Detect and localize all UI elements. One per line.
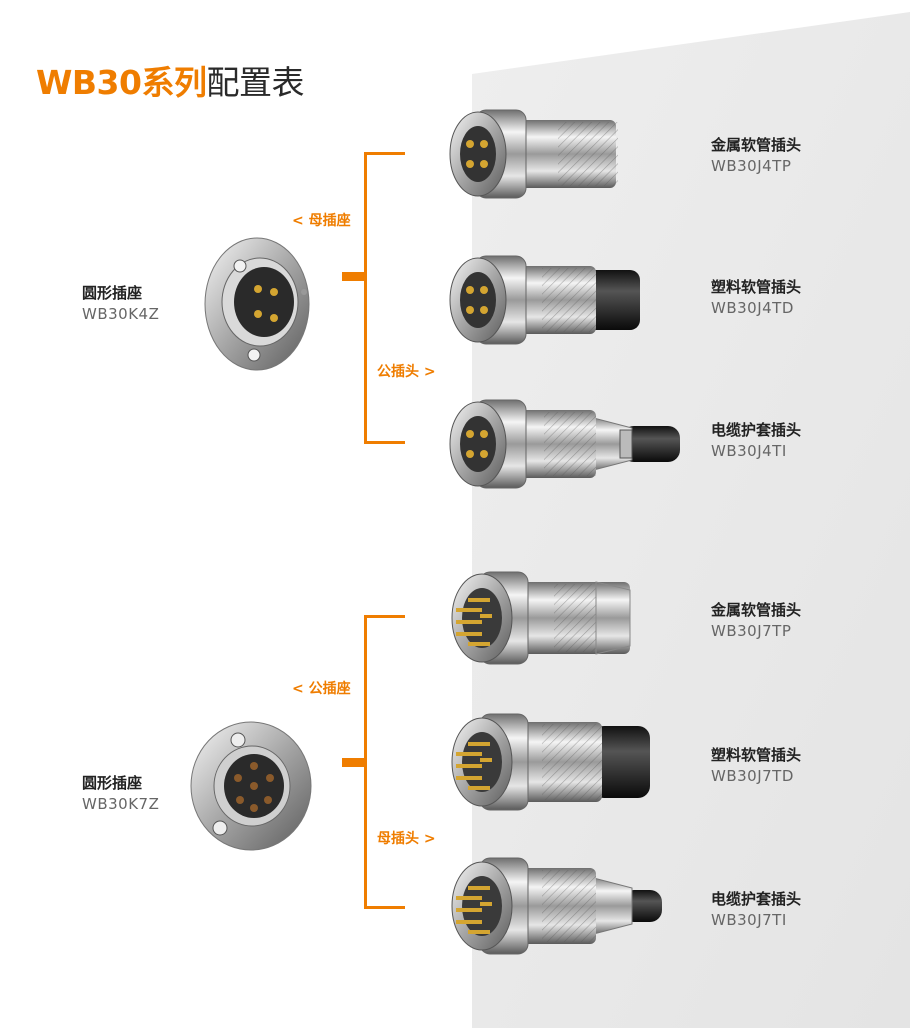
plug-code: WB30J4TP <box>711 157 792 175</box>
plug-label-1-3: 电缆护套插头 WB30J4TI <box>711 420 801 462</box>
plug-name: 金属软管插头 <box>711 601 802 619</box>
title-accent: WB30系列 <box>36 63 207 102</box>
plug-image-plastic-hose <box>449 255 640 345</box>
plug-label-2-1: 金属软管插头 WB30J7TP <box>711 600 801 642</box>
title-rest: 配置表 <box>206 63 304 102</box>
socket-label-2: 圆形插座 WB30K7Z <box>82 773 159 815</box>
plug-name: 塑料软管插头 <box>711 278 802 296</box>
page-title: WB30系列配置表 <box>36 56 304 104</box>
socket-4pin-image <box>204 237 310 371</box>
socket-label-1: 圆形插座 WB30K4Z <box>82 283 159 325</box>
plug-name: 电缆护套插头 <box>711 421 802 439</box>
connector-stub-2 <box>342 758 366 767</box>
plug-image-plastic-hose <box>451 713 650 811</box>
plug-image-metal-hose <box>449 109 618 199</box>
plug-code: WB30J7TI <box>711 911 787 929</box>
branch-label-upper-2: < 公插座 <box>292 681 351 697</box>
plug-label-1-1: 金属软管插头 WB30J4TP <box>711 135 801 177</box>
socket-name: 圆形插座 <box>82 284 143 302</box>
branch-label-lower-2: 母插头 > <box>377 831 436 847</box>
socket-name: 圆形插座 <box>82 774 143 792</box>
connector-stub-1 <box>342 272 366 281</box>
socket-code: WB30K4Z <box>82 305 160 323</box>
plug-code: WB30J4TD <box>711 299 794 317</box>
plug-label-2-3: 电缆护套插头 WB30J7TI <box>711 889 801 931</box>
branch-bracket-2 <box>364 615 405 909</box>
plug-code: WB30J7TP <box>711 622 792 640</box>
branch-bracket-1 <box>364 152 405 444</box>
plug-name: 塑料软管插头 <box>711 746 802 764</box>
plug-image-cable-sheath <box>451 857 662 955</box>
plug-name: 电缆护套插头 <box>711 890 802 908</box>
plug-code: WB30J4TI <box>711 442 787 460</box>
plug-code: WB30J7TD <box>711 767 794 785</box>
branch-label-lower-1: 公插头 > <box>377 364 436 380</box>
plug-image-metal-hose <box>451 571 631 665</box>
plug-label-2-2: 塑料软管插头 WB30J7TD <box>711 745 801 787</box>
plug-name: 金属软管插头 <box>711 136 802 154</box>
plug-label-1-2: 塑料软管插头 WB30J4TD <box>711 277 801 319</box>
socket-7pin-image <box>190 721 312 851</box>
branch-label-upper-1: < 母插座 <box>292 213 351 229</box>
socket-code: WB30K7Z <box>82 795 160 813</box>
plug-image-cable-sheath <box>449 399 680 489</box>
